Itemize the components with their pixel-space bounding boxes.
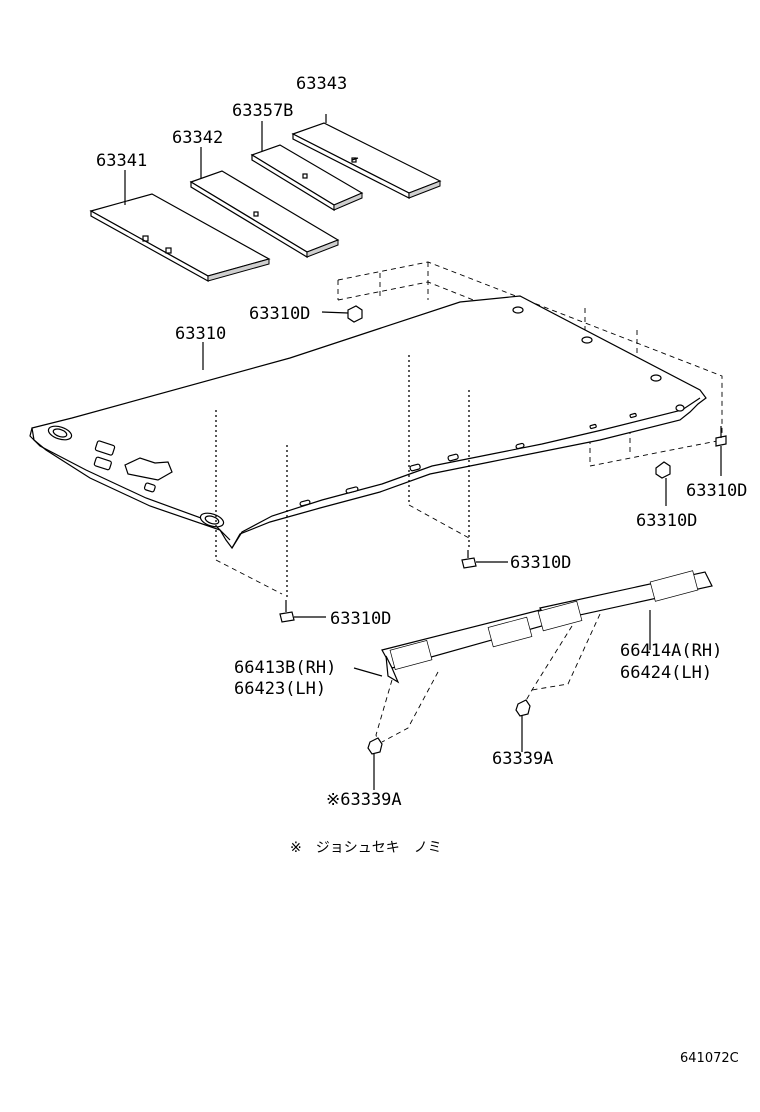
label-63310d-right-lower: 63310D xyxy=(636,511,697,531)
label-63310d-right-upper: 63310D xyxy=(686,481,747,501)
label-63339a-right: 63339A xyxy=(492,749,553,769)
label-63310d-top: 63310D xyxy=(249,304,310,324)
label-63357b: 63357B xyxy=(232,101,293,121)
label-66423-lh: 66423(LH) xyxy=(234,679,326,699)
label-63339a-left: ※63339A xyxy=(326,790,402,810)
label-66413b-rh: 66413B(RH) xyxy=(234,658,336,678)
label-63341: 63341 xyxy=(96,151,147,171)
note-passenger-side-only: ※ ジョシュセキ ノミ xyxy=(290,840,442,856)
assist-grip-left xyxy=(353,607,557,743)
clip-63310d-top xyxy=(321,305,363,323)
pad-63357b xyxy=(250,121,364,212)
label-66414a-rh: 66414A(RH) xyxy=(620,641,722,661)
pad-63343 xyxy=(291,114,442,199)
label-63310: 63310 xyxy=(175,324,226,344)
assist-grip-right xyxy=(523,570,713,705)
pad-63342 xyxy=(189,147,340,259)
label-63343: 63343 xyxy=(296,74,347,94)
label-66424-lh: 66424(LH) xyxy=(620,663,712,683)
label-63310d-left: 63310D xyxy=(330,609,391,629)
screw-63339a-right xyxy=(515,699,531,752)
headlining-63310 xyxy=(29,261,723,550)
clip-63310d-left xyxy=(215,410,326,623)
pad-63341 xyxy=(89,170,271,283)
diagram-code: 641072C xyxy=(680,1051,739,1066)
clip-63310d-center xyxy=(408,355,508,569)
screw-63339a-left xyxy=(367,737,383,790)
clip-63310d-right-upper xyxy=(715,426,727,476)
clip-63310d-right-lower xyxy=(655,461,671,506)
label-63342: 63342 xyxy=(172,128,223,148)
label-63310d-center: 63310D xyxy=(510,553,571,573)
